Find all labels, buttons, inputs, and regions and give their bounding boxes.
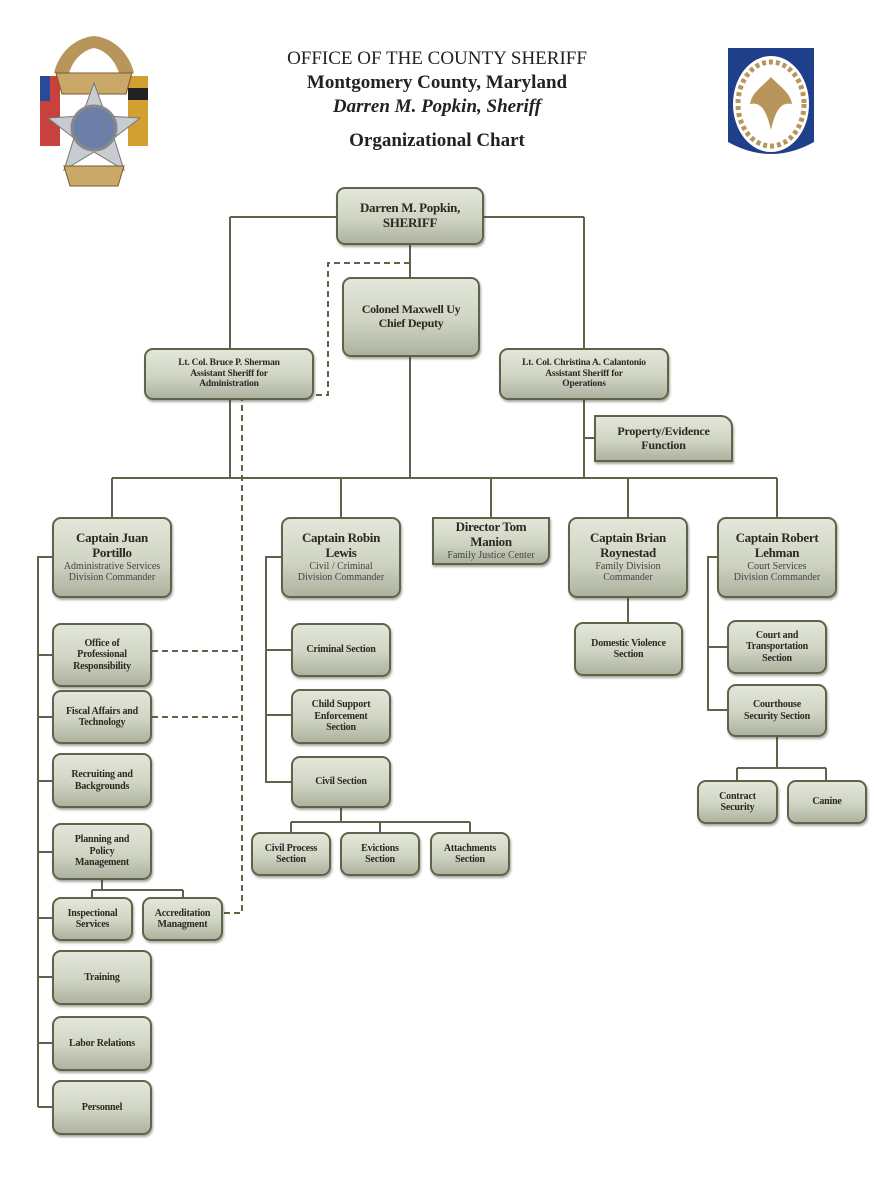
node-name: Director Tom Manion	[455, 519, 527, 550]
node-assistant-sheriff-administration: Lt. Col. Bruce P. Sherman Assistant Sher…	[144, 348, 314, 400]
node-canine: Canine	[787, 780, 867, 824]
accreditation-seal-logo	[728, 48, 814, 154]
node-captain-portillo: Captain Juan Portillo Administrative Ser…	[52, 517, 172, 598]
office-title: OFFICE OF THE COUNTY SHERIFF	[287, 48, 587, 69]
node-planning-policy: Planning and Policy Management	[52, 823, 152, 880]
node-attachments: Attachments Section	[430, 832, 510, 876]
node-title: Administrative Services Division Command…	[63, 560, 161, 584]
chart-title: Organizational Chart	[349, 130, 525, 151]
node-name: Captain Brian Roynestad	[590, 530, 666, 560]
node-title: Civil / Criminal Division Commander	[297, 560, 385, 584]
node-evictions: Evictions Section	[340, 832, 420, 876]
node-director-manion: Director Tom Manion Family Justice Cente…	[432, 517, 550, 565]
node-labor-relations: Labor Relations	[52, 1016, 152, 1071]
node-recruiting: Recruiting and Backgrounds	[52, 753, 152, 808]
node-assistant-sheriff-operations: Lt. Col. Christina A. Calantonio Assista…	[499, 348, 669, 400]
node-chief-deputy: Colonel Maxwell Uy Chief Deputy	[342, 277, 480, 357]
node-name: Captain Robert Lehman	[735, 530, 819, 560]
node-inspectional-services: Inspectional Services	[52, 897, 133, 941]
node-contract-security: Contract Security	[697, 780, 778, 824]
node-personnel: Personnel	[52, 1080, 152, 1135]
node-court-transportation: Court and Transportation Section	[727, 620, 827, 674]
node-sheriff: Darren M. Popkin, SHERIFF	[336, 187, 484, 245]
node-child-support: Child Support Enforcement Section	[291, 689, 391, 744]
node-captain-lewis: Captain Robin Lewis Civil / Criminal Div…	[281, 517, 401, 598]
node-title: Family Division Commander	[595, 560, 661, 584]
node-courthouse-security: Courthouse Security Section	[727, 684, 827, 737]
node-captain-roynestad: Captain Brian Roynestad Family Division …	[568, 517, 688, 598]
sheriff-name: Darren M. Popkin, Sheriff	[332, 96, 542, 117]
node-property-evidence: Property/Evidence Function	[594, 415, 733, 462]
node-title: Court Services Division Commander	[733, 560, 821, 584]
county-name: Montgomery County, Maryland	[306, 72, 568, 93]
node-title: Family Justice Center	[447, 550, 535, 562]
node-training: Training	[52, 950, 152, 1005]
node-criminal-section: Criminal Section	[291, 623, 391, 677]
node-domestic-violence: Domestic Violence Section	[574, 622, 683, 676]
node-professional-responsibility: Office of Professional Responsibility	[52, 623, 152, 687]
node-name: Captain Robin Lewis	[301, 530, 381, 560]
node-accreditation: Accreditation Managment	[142, 897, 223, 941]
node-name: Captain Juan Portillo	[76, 530, 148, 560]
node-captain-lehman: Captain Robert Lehman Court Services Div…	[717, 517, 837, 598]
node-fiscal-affairs: Fiscal Affairs and Technology	[52, 690, 152, 744]
sheriff-badge-logo	[40, 36, 148, 187]
node-civil-section: Civil Section	[291, 756, 391, 808]
node-civil-process: Civil Process Section	[251, 832, 331, 876]
